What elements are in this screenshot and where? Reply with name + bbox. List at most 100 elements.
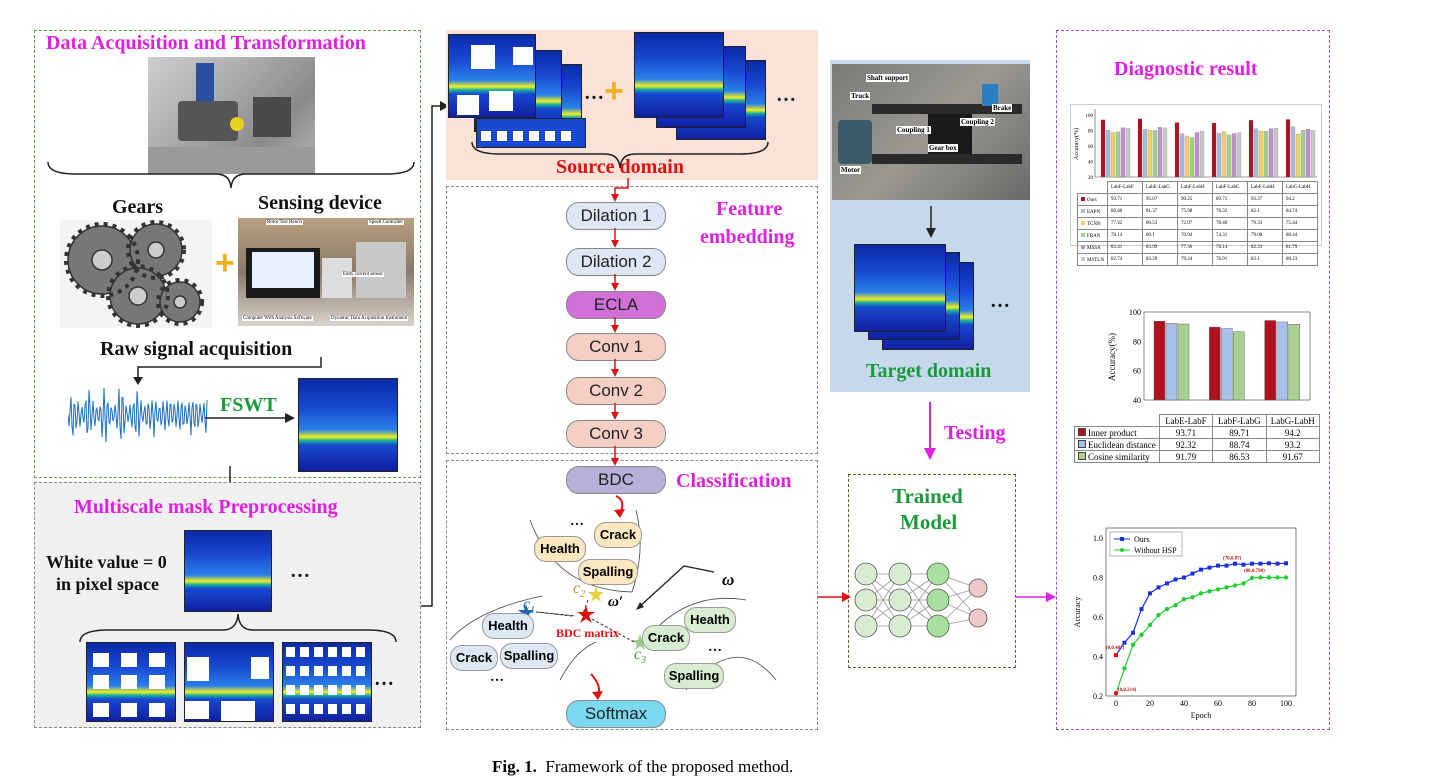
line-chart-point (1250, 561, 1254, 566)
mask-spectrogram (184, 530, 272, 612)
comparison-bar (1300, 130, 1306, 178)
line-chart-annotation: (70,0.87) (1223, 557, 1242, 562)
classification-title: Classification (676, 470, 792, 492)
similarity-table-rowname: Inner product (1074, 426, 1160, 439)
comparison-table-cell: 76.14 (1211, 241, 1248, 254)
comparison-bar (1194, 132, 1200, 178)
arrow-red (818, 592, 851, 602)
comparison-table-cell: 83.1 (1246, 253, 1283, 266)
line-chart-ylabel: Accuracy (1073, 597, 1082, 628)
cluster-right-health: Health (684, 607, 736, 633)
line-chart-point (1258, 561, 1263, 566)
comparison-bar (1110, 132, 1116, 178)
line-chart-annotation: (0,0.407) (1106, 646, 1125, 651)
comparison-table-cell: 75.44 (1281, 217, 1318, 230)
comparison-bar (1248, 120, 1254, 178)
comparison-table-cell: 79.33 (1246, 217, 1283, 230)
flow-connector (421, 101, 449, 607)
line-chart-point (1233, 561, 1237, 566)
raw-signal-waveform (68, 388, 208, 442)
bdc-matrix-label: BDC matrix (556, 626, 619, 640)
source-domain-label: Source domain (556, 156, 684, 178)
ellipsis: … (290, 560, 310, 582)
line-chart-point (1173, 602, 1178, 608)
comparison-bar (1157, 127, 1163, 178)
cluster-right-crack: Crack (642, 625, 690, 651)
similarity-table-cell: 89.71 (1212, 426, 1267, 439)
c1-label: c1 (523, 596, 536, 617)
c3-label: c3 (634, 646, 647, 667)
line-chart-point (1130, 642, 1136, 647)
testing-arrow (924, 402, 936, 460)
white-value-text: White value = 0 (46, 552, 167, 572)
line-chart-ytick: 1.0 (1093, 534, 1103, 543)
comparison-table-cell: 82.1 (1246, 205, 1283, 218)
brace-source (471, 141, 769, 169)
bdc-node: BDC (566, 466, 666, 494)
figure-caption: Fig. 1. Framework of the proposed method… (492, 757, 793, 777)
target-spectrogram (854, 244, 946, 332)
line-chart-point (1156, 612, 1161, 618)
comparison-table-cell: 79.24 (1176, 253, 1213, 266)
trained-model-title: Trained (892, 484, 963, 508)
similarity-bar (1177, 323, 1190, 401)
line-chart-point (1249, 575, 1255, 581)
network-node (888, 614, 912, 638)
ellipsis: … (990, 290, 1010, 312)
comparison-bar (1236, 132, 1242, 178)
flow-arrow-red (611, 446, 619, 466)
feature-node-4: Conv 1 (566, 333, 666, 361)
comparison-bar (1253, 128, 1259, 178)
line-chart-xtick: 100 (1280, 699, 1292, 708)
comparison-table-header: LabF-LabH (1176, 181, 1213, 194)
flow-arrow-red (611, 359, 619, 377)
line-chart-point (1275, 575, 1280, 580)
line-chart-ytick: 0.4 (1093, 653, 1103, 662)
comparison-table-cell: 83.41 (1106, 241, 1143, 254)
comparison-bar (1184, 135, 1190, 178)
network-node (854, 614, 878, 638)
comparison-table-cell: 74.31 (1211, 229, 1248, 242)
mask-image-fine-grid (282, 642, 372, 722)
similarity-bar (1165, 323, 1178, 401)
line-chart-annotation: (80,0.798) (1244, 569, 1265, 574)
line-chart-point (1216, 563, 1220, 568)
comparison-bar (1211, 122, 1217, 178)
comparison-table-cell: 82.33 (1246, 241, 1283, 254)
comparison-table-cell: 77.36 (1176, 241, 1213, 254)
line-chart-point (1181, 597, 1187, 602)
line-chart-point (1139, 632, 1144, 637)
line-chart-xtick: 60 (1214, 699, 1222, 708)
sensing-photo-label: Speed Controller (368, 220, 405, 225)
data-acquisition-panel (34, 30, 421, 478)
comparison-table-cell: 76.91 (1211, 253, 1248, 266)
line-chart-point (1267, 561, 1271, 566)
similarity-table-cell: 91.67 (1265, 450, 1321, 463)
similarity-bar (1276, 321, 1288, 401)
line-chart-point (1131, 630, 1135, 635)
similarity-bar (1221, 328, 1233, 401)
comparison-table-cell: 78.40 (1211, 217, 1248, 230)
testbed-label: Shaft support (866, 74, 910, 82)
similarity-table-cell: 86.53 (1212, 450, 1267, 463)
flow-arrow-red (611, 317, 619, 333)
ellipsis: … (584, 82, 604, 104)
line-chart-point (1164, 606, 1170, 612)
mask-image-large-blocks (184, 642, 274, 722)
line-chart-point (1113, 691, 1119, 696)
arrow-magenta (1016, 592, 1056, 602)
cluster-top-crack: Crack (594, 522, 642, 548)
comparison-table-cell: 75.98 (1176, 205, 1213, 218)
network-node (888, 562, 912, 586)
plus-icon: + (604, 72, 624, 110)
line-chart-point (1283, 575, 1289, 580)
similarity-bar (1209, 326, 1221, 401)
similarity-chart-ytick: 80 (1133, 337, 1141, 346)
comparison-table-cell: 80.53 (1141, 217, 1178, 230)
similarity-table-rowname: Cosine similarity (1074, 450, 1160, 463)
comparison-bar (1100, 119, 1106, 178)
ellipsis: … (374, 668, 394, 690)
line-chart-point (1266, 575, 1272, 580)
